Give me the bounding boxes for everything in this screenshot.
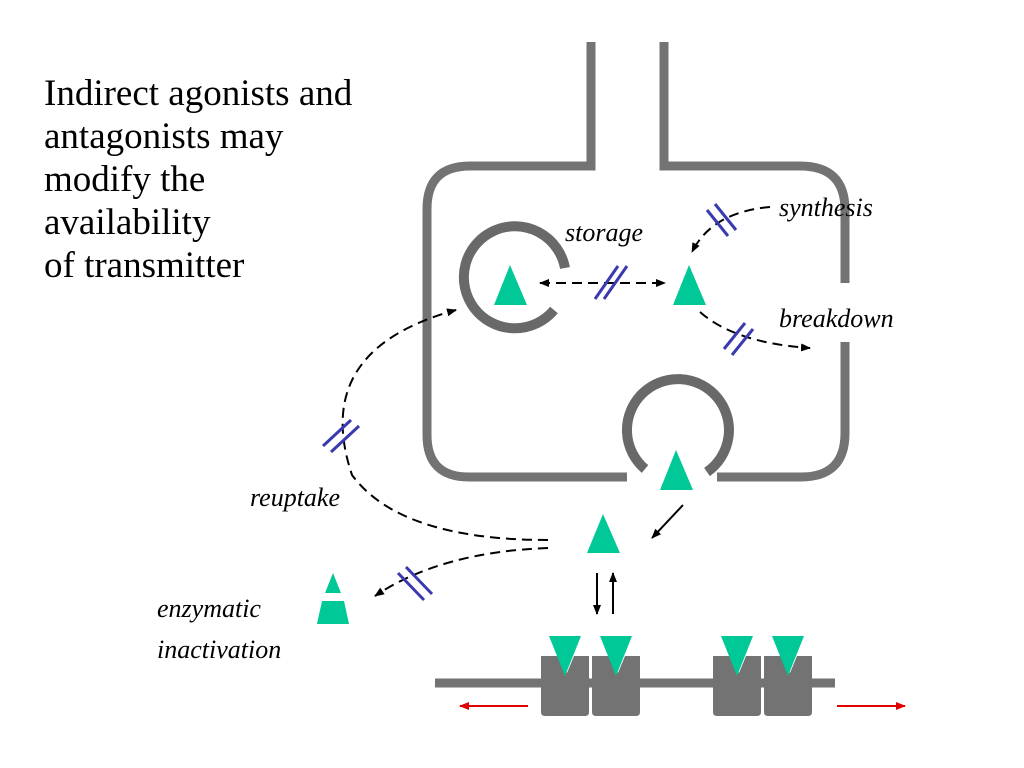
transmitter-cytoplasmic — [673, 265, 706, 305]
reuptake-label: reuptake — [250, 483, 340, 512]
receptor-group — [541, 656, 812, 716]
title-line-3: modify the — [44, 159, 206, 200]
breakdown-label: breakdown — [779, 304, 894, 333]
receptor-3 — [713, 656, 761, 716]
block-reuptake-icon — [321, 418, 361, 454]
reuptake-path — [341, 308, 549, 541]
bound-transmitters — [549, 636, 804, 676]
terminal-membrane-lower-right — [717, 342, 850, 482]
storage-label: storage — [565, 218, 643, 247]
bound-transmitter-4 — [772, 636, 804, 676]
bound-transmitter-1 — [549, 636, 581, 676]
bound-transmitter-2 — [600, 636, 632, 676]
bound-transmitter-3 — [721, 636, 753, 676]
enzymatic-path — [374, 547, 549, 597]
transmitter-cleft — [587, 514, 620, 553]
title-line-5: of transmitter — [44, 245, 245, 286]
enzymatic-label: enzymatic — [157, 594, 261, 623]
title-line-1: Indirect agonists and — [44, 73, 353, 114]
solid-arrows — [593, 504, 684, 615]
dashed-pathways — [341, 206, 811, 597]
terminal-membrane-right — [659, 42, 850, 283]
block-synthesis-icon — [705, 203, 738, 237]
transmitter-fragment-bottom — [317, 601, 349, 624]
presynaptic-terminal — [422, 42, 850, 482]
synthesis-path — [691, 206, 771, 253]
inactivation-label: inactivation — [157, 635, 282, 664]
block-marks — [321, 203, 755, 602]
releasing-vesicle — [622, 374, 734, 477]
synthesis-label: synthesis — [779, 193, 873, 222]
transmitter-fragment-top — [325, 573, 341, 593]
transmitter-releasing — [660, 450, 693, 490]
title-line-4: availability — [44, 202, 211, 243]
release-arrow — [651, 504, 684, 539]
slide-title: Indirect agonists and antagonists may mo… — [44, 72, 444, 287]
terminal-membrane-left — [422, 42, 627, 482]
storage-vesicle — [458, 221, 570, 334]
block-storage-icon — [593, 265, 629, 300]
title-line-2: antagonists may — [44, 116, 284, 157]
receptor-2 — [592, 656, 640, 716]
receptor-4 — [764, 656, 812, 716]
block-breakdown-icon — [722, 322, 755, 356]
transmitter-group — [317, 265, 706, 624]
transmitter-stored — [494, 265, 527, 305]
block-enzymatic-icon — [396, 565, 434, 602]
receptor-1 — [541, 656, 589, 716]
